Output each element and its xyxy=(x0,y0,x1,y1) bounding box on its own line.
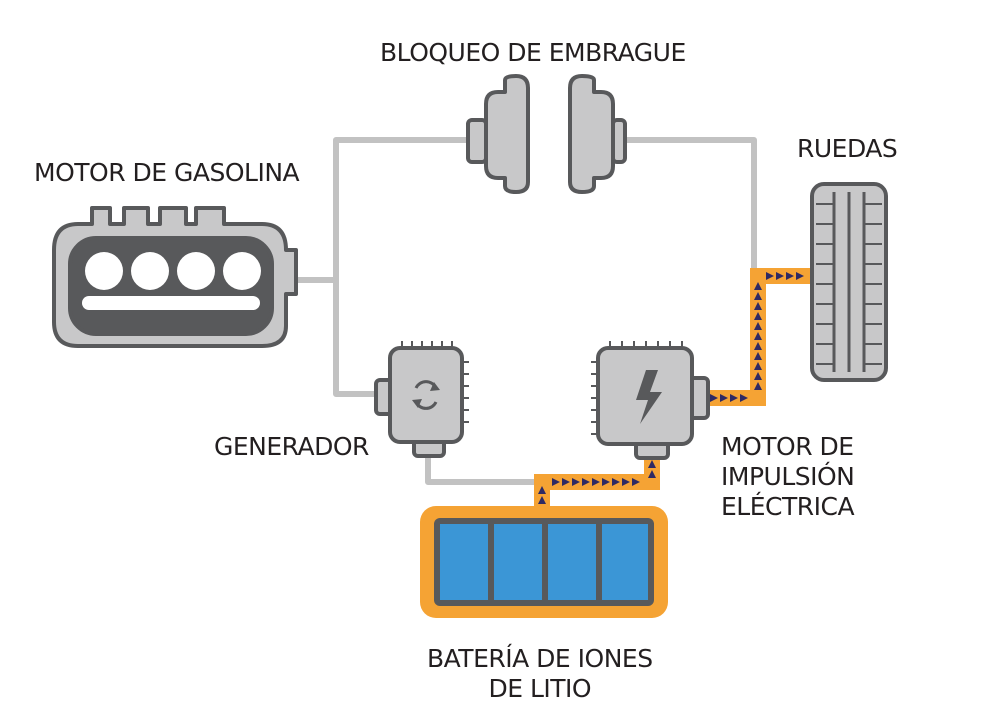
rotation-icon xyxy=(412,380,440,410)
electric-motor-label-line-2: IMPULSIÓN xyxy=(721,462,855,491)
gasoline-engine-label: MOTOR DE GASOLINA xyxy=(34,158,300,187)
clutch-to-wheels-line xyxy=(617,137,757,270)
battery-cell-3 xyxy=(548,524,596,600)
gasoline-engine-icon xyxy=(52,206,298,348)
connector-lines xyxy=(296,137,757,485)
clutch-left-half xyxy=(466,74,530,194)
clutch-lock-icon xyxy=(466,74,627,194)
clutch-right-half xyxy=(568,74,627,194)
electric-motor-label-line-1: MOTOR DE xyxy=(721,432,854,461)
electric-motor-label: MOTOR DE IMPULSIÓN ELÉCTRICA xyxy=(721,432,855,522)
electric-motor-label-line-3: ELÉCTRICA xyxy=(721,492,855,521)
generator-label: GENERADOR xyxy=(214,432,369,461)
generator-to-battery-line xyxy=(425,455,550,485)
cylinder-4 xyxy=(223,252,261,290)
battery-cell-2 xyxy=(494,524,542,600)
engine-to-generator-line xyxy=(333,280,386,397)
wheels-label: RUEDAS xyxy=(797,134,898,163)
clutch-lock-label: BLOQUEO DE EMBRAGUE xyxy=(380,38,686,67)
battery-label-line-1: BATERÍA DE IONES xyxy=(427,644,653,673)
lightning-bolt-icon xyxy=(636,370,662,424)
cylinder-1 xyxy=(85,252,123,290)
engine-to-clutch-line xyxy=(296,137,476,283)
battery-label: BATERÍA DE IONES DE LITIO xyxy=(427,644,653,704)
battery-cell-4 xyxy=(602,524,648,600)
electric-motor-icon xyxy=(591,341,710,460)
lithium-ion-battery-icon xyxy=(420,506,668,618)
wheel-tire-icon xyxy=(810,182,888,382)
battery-label-line-2: DE LITIO xyxy=(488,674,592,703)
cylinder-3 xyxy=(177,252,215,290)
battery-cell-1 xyxy=(440,524,488,600)
generator-icon xyxy=(374,341,469,458)
cylinder-2 xyxy=(131,252,169,290)
